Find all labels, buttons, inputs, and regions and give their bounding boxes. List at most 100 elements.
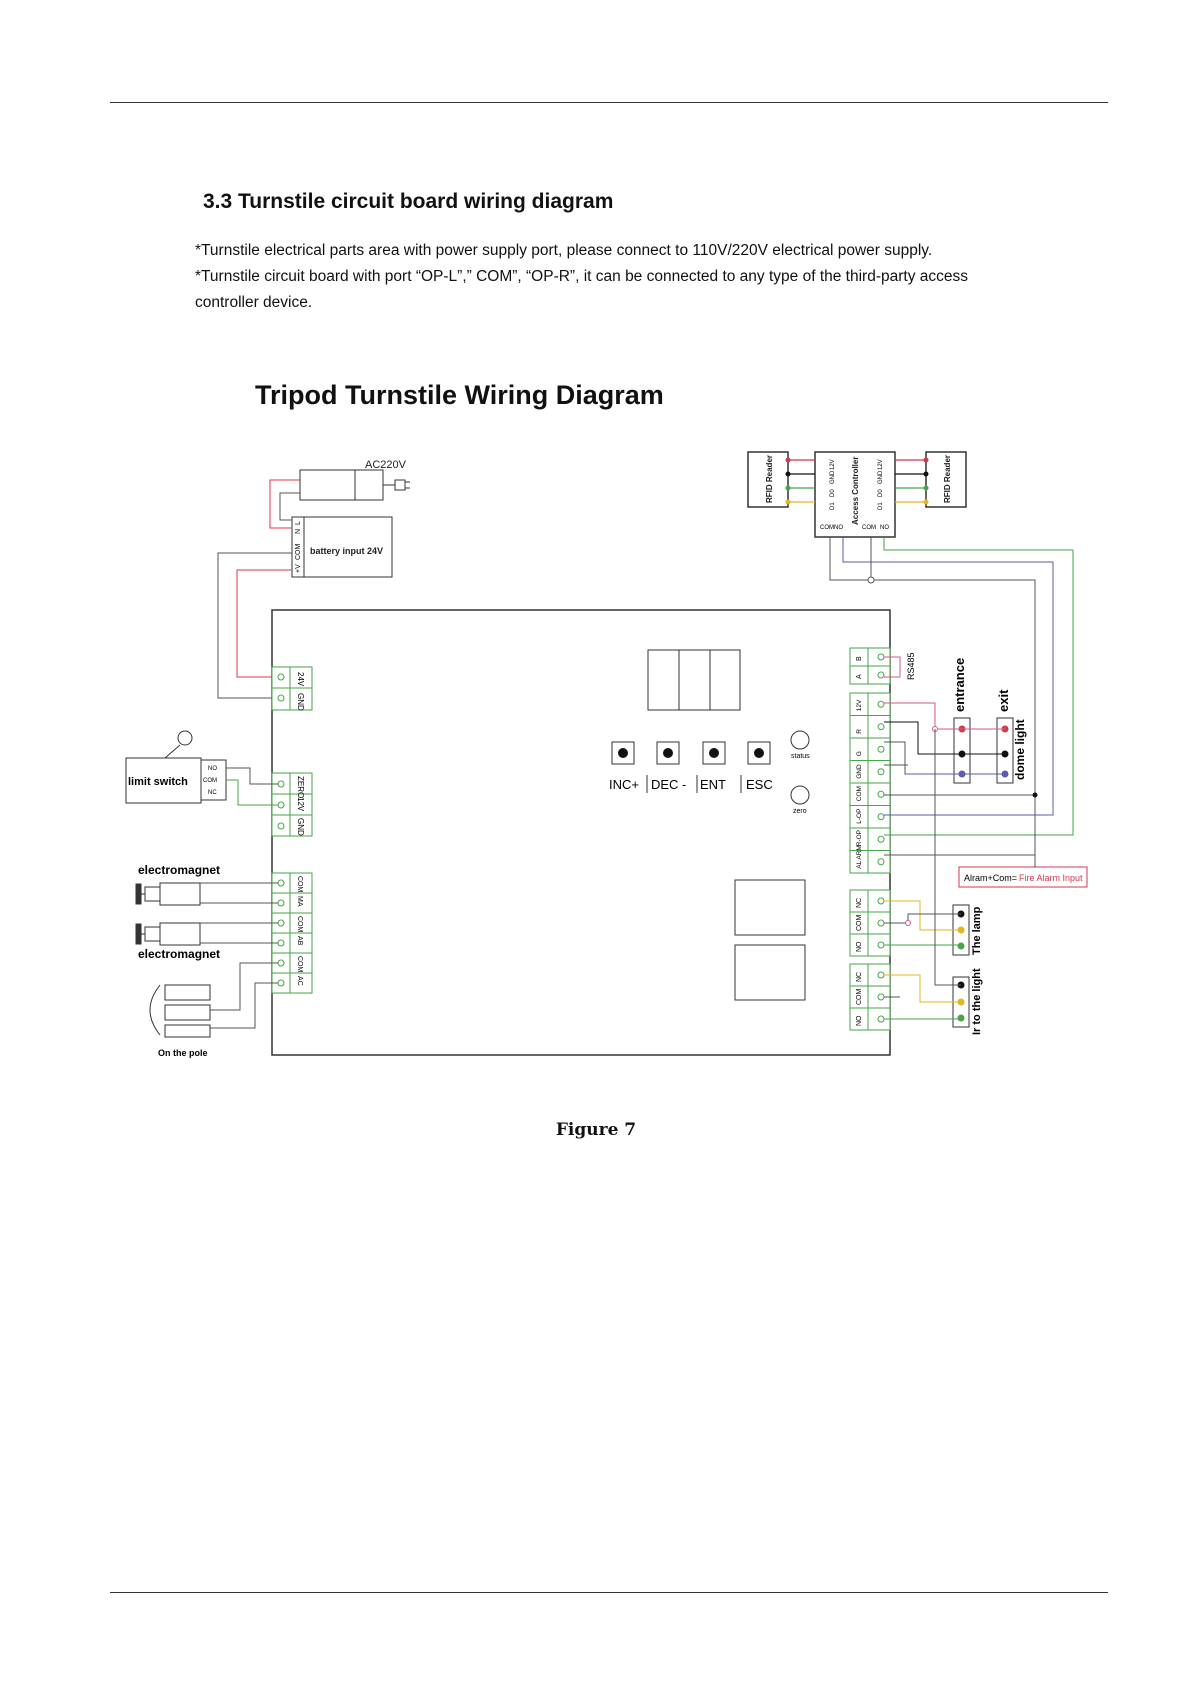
battery-wire-gray [217, 552, 292, 699]
io-pin-label: COM [856, 786, 863, 801]
ac-b-no2: NO [880, 525, 889, 531]
battery-wire-red [236, 569, 292, 678]
r2-nc: NC [856, 972, 863, 982]
pin-gnd2: GND [296, 818, 305, 836]
ls-no: NO [208, 766, 217, 772]
io-pin-screw [877, 835, 885, 843]
zero-led [790, 785, 810, 805]
lamp-label: The lamp [971, 906, 983, 955]
limit-switch-label: limit switch [128, 776, 188, 788]
r2-no: NO [856, 1015, 863, 1026]
ac-rpin-1: 12V [878, 459, 884, 470]
ac-plug [299, 469, 410, 501]
control-buttons [611, 741, 771, 765]
io-pin-label: R [856, 729, 863, 734]
r1-com: COM [856, 915, 863, 932]
ac-wire-red [269, 479, 300, 529]
ac-rpin-2: GND [878, 470, 884, 484]
ls-com: COM [203, 778, 217, 784]
ac-rpin-4: D1 [878, 502, 884, 510]
ac-b-com2: COM [862, 525, 876, 531]
fire-alarm-note: Alram+Com= Fire Alarm Input [958, 855, 1088, 888]
entrance-connector [953, 717, 971, 784]
io-pin-label: AL ARM [856, 845, 863, 869]
button-esc: ESC [746, 777, 773, 792]
r2-com: COM [856, 989, 863, 1006]
lamp-wires [884, 729, 961, 1020]
terminal-power: 24V GND [271, 666, 313, 711]
battery-pin-n: N [295, 529, 302, 534]
mpin-2: MA [296, 896, 303, 907]
rfid-reader-right: RFID Reader [925, 451, 967, 508]
ac-label: AC220V [365, 459, 407, 471]
electromagnet-bottom-label: electromagnet [138, 947, 220, 961]
rs485-wire [884, 656, 901, 678]
alarm-label-a: Alram+Com= [964, 873, 1017, 883]
electromagnet-top-label: electromagnet [138, 863, 220, 877]
ac-wire-gray [279, 492, 300, 521]
mpin-6: AC [296, 976, 303, 986]
r1-no: NO [856, 941, 863, 952]
ir-label: Ir to the light [971, 968, 983, 1035]
rfid-right-label: RFID Reader [943, 455, 952, 503]
io-pin-screw [877, 700, 885, 708]
ac-lpin-2: GND [830, 470, 836, 484]
limit-wires [226, 767, 278, 806]
pin-gnd: GND [296, 693, 305, 711]
ac-b-no1: NO [834, 525, 843, 531]
header-rule [110, 102, 1108, 103]
pin-12v: 12V [296, 797, 305, 812]
rs485-label: RS485 [906, 652, 916, 680]
access-controller-label: Access Controller [851, 457, 860, 525]
io-pin-label: L-OP [856, 809, 863, 824]
magnet-wires [200, 882, 278, 1029]
paragraph-2: *Turnstile circuit board with port “OP-L… [195, 268, 968, 311]
electromagnet-top [135, 882, 201, 906]
r1-nc: NC [856, 898, 863, 908]
display [647, 649, 741, 711]
rfid-reader-left: RFID Reader [747, 451, 789, 508]
ac-b-com1: COM [820, 525, 834, 531]
button-ent: ENT [700, 777, 726, 792]
figure-caption: Figure 7 [555, 1120, 637, 1140]
status-label: status [791, 753, 810, 760]
terminal-rs485: B A [849, 647, 891, 685]
paragraph-1: *Turnstile electrical parts area with po… [195, 242, 933, 259]
status-led [790, 730, 810, 750]
io-pin-label: GND [856, 764, 863, 779]
io-pin-screw [877, 813, 885, 821]
battery-pin-l: L [295, 521, 302, 525]
io-pin-label: 12V [856, 699, 863, 711]
pin-24v: 24V [296, 672, 305, 687]
rfid-left-label: RFID Reader [765, 455, 774, 503]
ac-lpin-4: D1 [830, 502, 836, 510]
electromagnet-bottom [135, 922, 201, 946]
terminal-relay1: NC COM NO [849, 889, 891, 957]
zero-label: zero [793, 808, 807, 815]
io-pin-screw [877, 790, 885, 798]
io-pin-label: R-OP [856, 830, 863, 846]
ac-rpin-3: D0 [878, 489, 884, 497]
mpin-1: COM [296, 876, 303, 893]
exit-label: exit [996, 689, 1011, 712]
mpin-4: AB [296, 936, 303, 946]
footer-rule [110, 1592, 1108, 1593]
button-dec: DEC - [651, 777, 686, 792]
pole-sensor [149, 984, 211, 1038]
dome-light-label: dome light [1013, 719, 1027, 780]
io-pin-screw [877, 768, 885, 776]
battery-box: battery input 24V +V COM N L [291, 516, 393, 578]
intro-text: *Turnstile electrical parts area with po… [195, 238, 995, 316]
terminal-zero: ZERO 12V GND [271, 772, 313, 837]
relay-blocks [734, 879, 806, 1001]
pin-b: B [856, 656, 863, 661]
mpin-5: COM [296, 956, 303, 973]
pin-zero: ZERO [296, 776, 305, 798]
io-pin-screw [877, 858, 885, 866]
battery-pin-v: +V [295, 564, 302, 573]
controller-wires [829, 537, 1074, 836]
io-pin-label: G [856, 751, 863, 756]
mpin-3: COM [296, 916, 303, 933]
